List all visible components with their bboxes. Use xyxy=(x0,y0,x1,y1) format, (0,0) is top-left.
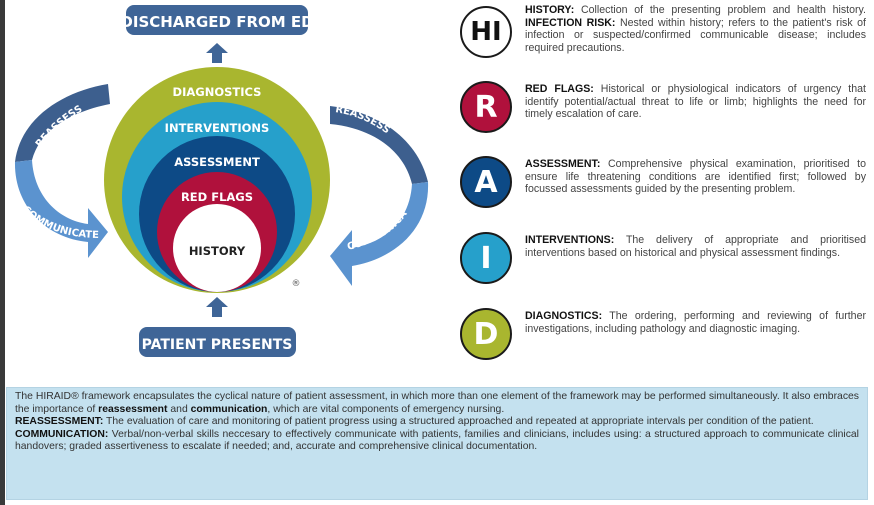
intro-bold-communication: communication xyxy=(190,403,268,415)
framework-intro: The HIRAID® framework encapsulates the c… xyxy=(15,391,859,416)
reassessment-definition: REASSESSMENT: The evaluation of care and… xyxy=(15,416,859,429)
definition-assessment: A ASSESSMENT: Comprehensive physical exa… xyxy=(458,156,866,228)
discharged-label: DISCHARGED FROM ED xyxy=(120,13,313,31)
ring-label-red-flags: RED FLAGS xyxy=(181,190,253,204)
ring-label-assessment: ASSESSMENT xyxy=(174,155,260,169)
definition-text: HISTORY: Collection of the presenting pr… xyxy=(525,4,866,54)
left-cycle-arrow: REASSESS COMMUNICATE xyxy=(14,84,110,258)
definition-term: RED FLAGS: xyxy=(525,83,594,95)
patient-presents-label: PATIENT PRESENTS xyxy=(142,337,293,353)
definition-diagnostics: D DIAGNOSTICS: The ordering, performing … xyxy=(458,308,866,380)
framework-summary-panel: The HIRAID® framework encapsulates the c… xyxy=(6,387,868,500)
reassessment-term: REASSESSMENT: xyxy=(15,416,104,427)
ring-label-interventions: INTERVENTIONS xyxy=(165,121,270,135)
definition-body: Nested within history; refers to the pat… xyxy=(525,16,866,54)
ring-history xyxy=(173,204,261,292)
definition-interventions: I INTERVENTIONS: The delivery of appropr… xyxy=(458,232,866,304)
intro-text: , which are vital components of emergenc… xyxy=(267,403,505,415)
definition-history: HI HISTORY: Collection of the presenting… xyxy=(458,4,866,74)
definition-body: Collection of the presenting problem and… xyxy=(574,4,866,16)
diagnostics-badge-icon: D xyxy=(460,308,512,360)
history-badge-icon: HI xyxy=(460,6,512,58)
definition-body: Historical or physiological indicators o… xyxy=(525,83,866,121)
communication-definition: COMMUNICATION: Verbal/non-verbal skills … xyxy=(15,429,859,454)
definition-term: ASSESSMENT: xyxy=(525,158,601,170)
red-flags-badge-icon: R xyxy=(460,81,512,133)
communication-term: COMMUNICATION: xyxy=(15,428,109,440)
interventions-badge-icon: I xyxy=(460,232,512,284)
definition-term: HISTORY: xyxy=(525,4,575,16)
definition-text: DIAGNOSTICS: The ordering, performing an… xyxy=(525,310,866,335)
discharged-box xyxy=(126,5,308,35)
definition-body: Comprehensive physical examination, prio… xyxy=(525,158,866,196)
intro-bold-reassessment: reassessment xyxy=(98,403,168,415)
assessment-badge-icon: A xyxy=(460,156,512,208)
definition-text: INTERVENTIONS: The delivery of appropria… xyxy=(525,234,866,259)
definition-body: The delivery of appropriate and prioriti… xyxy=(525,234,866,259)
reassessment-body: The evaluation of care and monitoring of… xyxy=(103,416,814,427)
intro-text: and xyxy=(167,403,191,415)
window-left-border xyxy=(0,0,5,505)
registered-mark: ® xyxy=(292,279,301,289)
intro-text: The HIRAID® framework encapsulates the c… xyxy=(15,391,859,415)
definition-text: ASSESSMENT: Comprehensive physical exami… xyxy=(525,158,866,196)
up-arrow-icon xyxy=(206,297,228,317)
up-arrow-icon xyxy=(206,43,228,63)
ring-label-diagnostics: DIAGNOSTICS xyxy=(173,85,262,99)
definition-red-flags: R RED FLAGS: Historical or physiological… xyxy=(458,81,866,153)
communication-body: Verbal/non-verbal skills neccesary to ef… xyxy=(15,428,859,453)
definition-term: INFECTION RISK: xyxy=(525,16,616,29)
hiraid-diagram: DISCHARGED FROM ED REASSESS COMMUNICATE … xyxy=(0,0,429,357)
patient-presents-box xyxy=(139,327,296,357)
definition-term: DIAGNOSTICS: xyxy=(525,310,603,322)
definition-body: The ordering, performing and reviewing o… xyxy=(525,310,866,335)
definition-text: RED FLAGS: Historical or physiological i… xyxy=(525,83,866,121)
ring-label-history: HISTORY xyxy=(189,244,246,258)
definition-term: INTERVENTIONS: xyxy=(525,234,615,246)
